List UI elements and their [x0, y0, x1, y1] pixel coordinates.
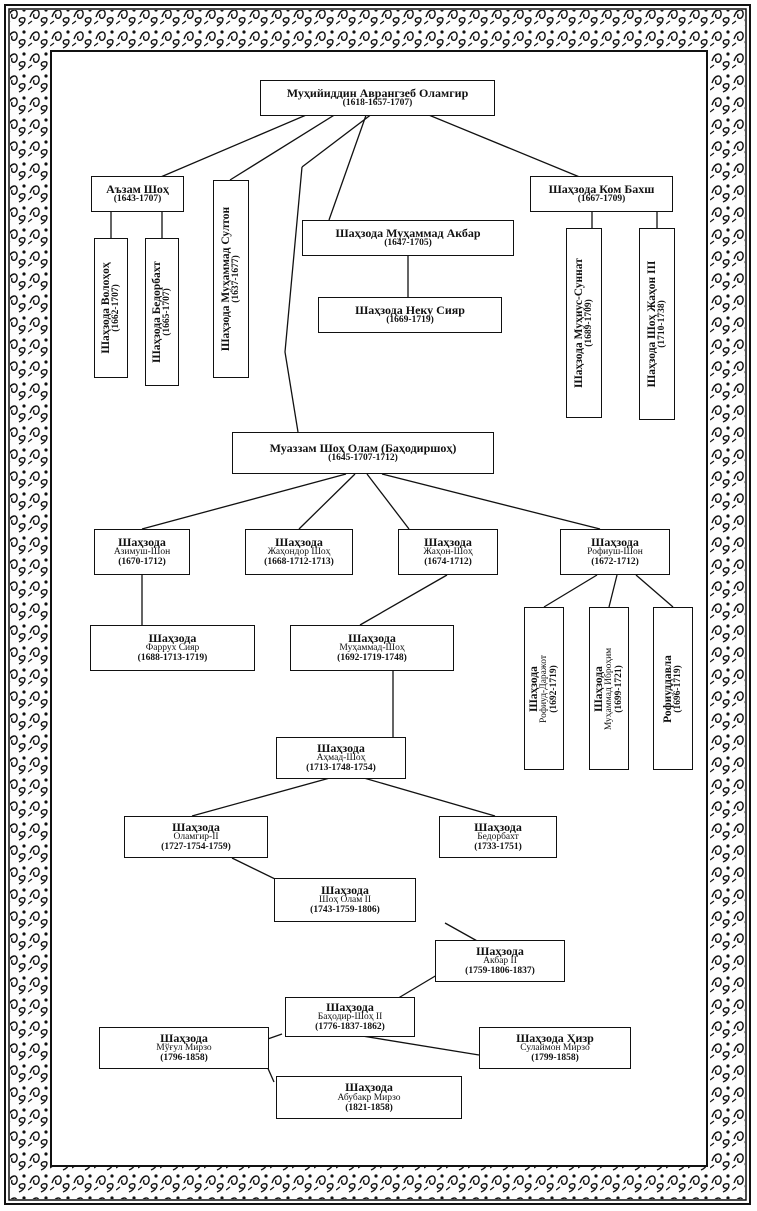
node-rofiush-shon: Шаҳзода Рофиуш-Шон (1672-1712) [560, 529, 670, 575]
node-ahmad-shoh: Шаҳзода Аҳмад-Шоҳ (1713-1748-1754) [276, 737, 406, 779]
node-title: Шаҳзода [160, 1030, 208, 1045]
node-dates: (1667-1709) [577, 194, 626, 205]
node-title: Шаҳзода [275, 534, 323, 549]
node-name: Бедорбахт [477, 832, 519, 843]
node-dates: (1670-1712) [118, 557, 166, 568]
node-jahondor-shoh: Шаҳзода Жаҳондор Шоҳ (1668-1712-1713) [245, 529, 353, 575]
node-hizr-sulaymon: Шаҳзода Ҳизр Сулаймон Мирзо (1799-1858) [479, 1027, 631, 1069]
node-dates: (1692-1719-1748) [337, 653, 407, 664]
node-name: Акбар II [483, 956, 517, 967]
node-dates: (1710-1738) [657, 300, 668, 348]
node-dates: (1618-1657-1707) [342, 98, 413, 109]
node-name: Муаззам Шоҳ Олам (Баҳодиршоҳ) [269, 440, 457, 455]
node-title: Шаҳзода [172, 819, 220, 834]
node-volokhoh: Шаҳзода Волоҳоҳ (1662-1707) [94, 238, 128, 378]
node-title: Шаҳзода [424, 534, 472, 549]
node-dates: (1713-1748-1754) [306, 763, 376, 774]
node-name: Мўғул Мирзо [156, 1043, 212, 1054]
node-dates: (1637-1677) [231, 255, 242, 303]
node-dates: (1799-1858) [531, 1053, 579, 1064]
node-abubakr-mirzo: Шаҳзода Абубакр Мирзо (1821-1858) [276, 1076, 462, 1119]
node-title: Шаҳзода [345, 1080, 393, 1095]
node-dates: (1688-1713-1719) [137, 653, 208, 664]
node-shoh-jahon-3: Шаҳзода Шоҳ Жаҳон III (1710-1738) [639, 228, 675, 420]
node-title: Шаҳзода [148, 630, 197, 645]
node-dates: (1696-1719) [673, 664, 684, 713]
node-name: Шоҳ Олам II [319, 895, 371, 906]
node-dates: (1647-1705) [384, 238, 432, 249]
node-title: Шаҳзода [476, 943, 524, 958]
node-aurangzeb: Муҳийиддин Аврангзеб Оламгир (1618-1657-… [260, 80, 495, 116]
node-dates: (1643-1707) [113, 194, 162, 205]
node-dates: (1727-1754-1759) [161, 842, 231, 853]
node-shoh-olam-2: Шаҳзода Шоҳ Олам II (1743-1759-1806) [274, 878, 416, 922]
node-rofiud-darajot: Шаҳзода Рофиуд-Даражот (1692-1719) [524, 607, 564, 770]
node-muhius-sunnat: Шаҳзода Муҳиус-Суннат (1689-1709) [566, 228, 602, 418]
node-name: Аҳмад-Шоҳ [316, 753, 366, 764]
node-muhammad-ibrohim: Шаҳзода Муҳаммад Иброҳим (1699-1721) [589, 607, 629, 770]
node-title: Шаҳзода [118, 534, 166, 549]
node-name: Абубакр Мирзо [337, 1092, 401, 1103]
node-name: Азимуш-Шон [113, 547, 171, 558]
node-muhammad-shoh: Шаҳзода Муҳаммад-Шоҳ (1692-1719-1748) [290, 625, 454, 671]
node-olamgir-2: Шаҳзода Оламгир-II (1727-1754-1759) [124, 816, 268, 858]
node-dates: (1674-1712) [424, 557, 472, 568]
node-name: Шаҳзода Муҳаммад Акбар [335, 225, 481, 240]
node-dates: (1796-1858) [160, 1053, 208, 1064]
node-name: Сулаймон Мирзо [520, 1043, 590, 1054]
node-name: Аъзам Шоҳ [106, 181, 169, 196]
node-mugul-mirzo: Шаҳзода Мўғул Мирзо (1796-1858) [99, 1027, 269, 1069]
node-bedorbakht: Шаҳзода Бедорбахт (1665-1707) [145, 238, 179, 386]
node-rofiuddavla: Рофиуддавла (1696-1719) [653, 607, 693, 770]
node-dates: (1689-1709) [584, 299, 595, 347]
node-title: Шаҳзода [321, 882, 369, 897]
node-farrukh-siyar: Шаҳзода Фаррух Сияр (1688-1713-1719) [90, 625, 255, 671]
node-akbar-2: Шаҳзода Акбар II (1759-1806-1837) [435, 940, 565, 982]
node-muhammad-sulton: Шаҳзода Муҳаммад Султон (1637-1677) [213, 180, 249, 378]
ornamental-border: Муҳийиддин Аврангзеб Оламгир (1618-1657-… [4, 4, 751, 1205]
node-name: Шаҳзода Ком Бахш [548, 181, 655, 196]
node-title: Шаҳзода [317, 740, 365, 755]
node-bedorbakht-2: Шаҳзода Бедорбахт (1733-1751) [439, 816, 557, 858]
node-dates: (1662-1707) [111, 284, 122, 332]
node-name: Фаррух Сияр [145, 643, 200, 654]
node-dates: (1759-1806-1837) [465, 966, 535, 977]
node-azam: Аъзам Шоҳ (1643-1707) [91, 176, 184, 212]
node-muazzam: Муаззам Шоҳ Олам (Баҳодиршоҳ) (1645-1707… [232, 432, 494, 474]
node-dates: (1776-1837-1862) [315, 1022, 385, 1033]
node-title: Шаҳзода Ҳизр [516, 1030, 594, 1045]
node-dates: (1692-1719) [549, 664, 560, 713]
node-muhammad-akbar: Шаҳзода Муҳаммад Акбар (1647-1705) [302, 220, 514, 256]
node-dates: (1669-1719) [386, 315, 434, 326]
node-neku-siyar: Шаҳзода Неку Сияр (1669-1719) [318, 297, 502, 333]
node-name: Шаҳзода Неку Сияр [355, 302, 465, 317]
node-title: Шаҳзода [326, 999, 374, 1014]
node-dates: (1821-1858) [345, 1102, 393, 1113]
node-title: Шаҳзода [474, 819, 522, 834]
node-name: Жаҳондор Шоҳ [267, 547, 331, 558]
node-dates: (1733-1751) [474, 842, 522, 853]
node-name: Рофиуш-Шон [587, 547, 643, 558]
node-bahodir-shoh-2: Шаҳзода Баҳодир-Шоҳ II (1776-1837-1862) [285, 997, 415, 1037]
node-dates: (1699-1721) [614, 664, 625, 713]
node-name: Муҳаммад-Шоҳ [339, 643, 405, 654]
node-name: Баҳодир-Шоҳ II [317, 1012, 383, 1023]
node-name: Жаҳон-Шоҳ [423, 547, 473, 558]
node-dates: (1672-1712) [591, 557, 639, 568]
node-dates: (1668-1712-1713) [264, 557, 334, 568]
node-azimush-shon: Шаҳзода Азимуш-Шон (1670-1712) [94, 529, 190, 575]
node-dates: (1645-1707-1712) [328, 453, 398, 464]
node-jahon-shoh: Шаҳзода Жаҳон-Шоҳ (1674-1712) [398, 529, 498, 575]
node-dates: (1665-1707) [162, 288, 173, 336]
node-name: Оламгир-II [173, 832, 219, 843]
node-title: Шаҳзода [591, 534, 639, 549]
diagram-canvas: Муҳийиддин Аврангзеб Оламгир (1618-1657-… [50, 50, 708, 1167]
node-title: Шаҳзода [348, 630, 396, 645]
node-kom-bakhsh: Шаҳзода Ком Бахш (1667-1709) [530, 176, 673, 212]
node-name: Муҳийиддин Аврангзеб Оламгир [286, 85, 469, 100]
node-dates: (1743-1759-1806) [310, 905, 380, 916]
